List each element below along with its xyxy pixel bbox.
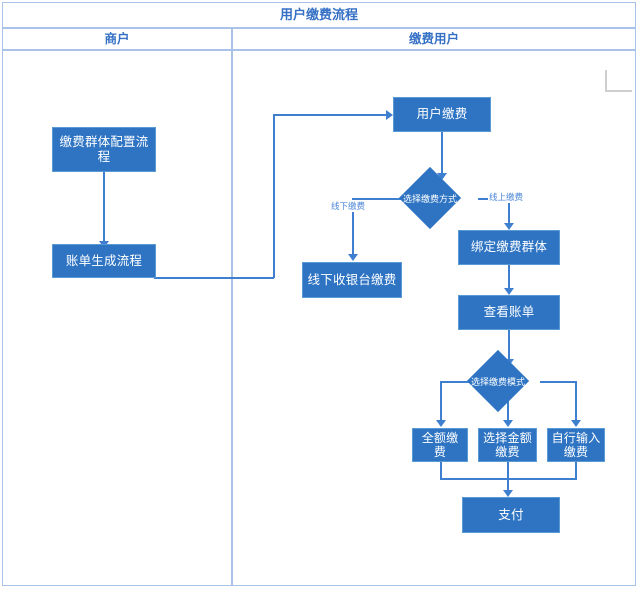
node-bill-generation[interactable]: 账单生成流程 xyxy=(52,244,156,278)
lane-header-user: 缴费用户 xyxy=(232,28,636,50)
node-offline-cashier-payment[interactable]: 线下收银台缴费 xyxy=(302,262,402,298)
node-manual-input-payment[interactable]: 自行输入缴费 xyxy=(547,428,605,462)
arrowhead-merge-to-pay xyxy=(503,490,513,497)
arrowhead-mode-to-full xyxy=(436,420,446,427)
diagram-title-bar: 用户缴费流程 xyxy=(2,2,636,28)
node-view-bill[interactable]: 查看账单 xyxy=(458,295,560,330)
node-select-payment-mode-decision[interactable]: 选择缴费模式 xyxy=(466,349,530,413)
node-full-amount-payment[interactable]: 全额缴费 xyxy=(412,428,468,462)
connector-way-to-offline-seg2 xyxy=(352,198,354,256)
lane-header-merchant: 商户 xyxy=(2,28,232,50)
connector-bill-to-paystart-seg1 xyxy=(154,277,274,279)
connector-bill-to-paystart-seg2 xyxy=(273,114,275,278)
connector-mode-to-full-seg1 xyxy=(440,381,476,383)
arrowhead-way-to-offline xyxy=(348,254,358,261)
connector-mode-to-full-seg2 xyxy=(440,381,442,422)
connector-paystart-to-way xyxy=(441,132,443,176)
lane-header-user-label: 缴费用户 xyxy=(408,32,459,46)
diagram-title: 用户缴费流程 xyxy=(279,7,358,22)
corner-mark-vertical xyxy=(605,70,607,92)
connector-merge-to-pay xyxy=(507,478,509,493)
edge-label-offline: 线下缴费 xyxy=(330,200,367,212)
connector-viewbill-to-mode xyxy=(508,330,510,362)
arrowhead-way-to-bind xyxy=(504,223,514,230)
arrowhead-mode-to-manual xyxy=(571,420,581,427)
node-bind-payment-group[interactable]: 绑定缴费群体 xyxy=(458,230,560,265)
connector-bill-to-paystart-seg3 xyxy=(273,114,387,116)
corner-mark-horizontal xyxy=(605,90,632,92)
connector-full-to-merge xyxy=(440,462,442,479)
node-choose-amount-payment[interactable]: 选择金额缴费 xyxy=(478,428,537,462)
node-select-payment-mode-label: 选择缴费模式 xyxy=(470,376,525,387)
node-select-payment-method-label: 选择缴费方式 xyxy=(402,193,457,204)
edge-label-online: 线上缴费 xyxy=(488,191,525,203)
arrowhead-bind-to-viewbill xyxy=(504,288,514,295)
connector-mode-to-manual-seg2 xyxy=(575,381,577,422)
connector-mode-to-choose xyxy=(507,400,509,422)
node-config-process[interactable]: 缴费群体配置流程 xyxy=(52,127,156,172)
connector-config-to-bill xyxy=(103,172,105,244)
arrowhead-paystart-to-way xyxy=(437,173,447,180)
connector-choose-to-merge xyxy=(507,462,509,479)
lane-body-user xyxy=(232,50,636,586)
lane-header-merchant-label: 商户 xyxy=(104,32,130,46)
arrowhead-mode-to-choose xyxy=(503,420,513,427)
connector-way-to-bind-seg2 xyxy=(508,198,510,224)
node-select-payment-method-decision[interactable]: 选择缴费方式 xyxy=(398,166,462,230)
connector-manual-to-merge xyxy=(575,462,577,479)
connector-bind-to-viewbill xyxy=(508,265,510,290)
connector-way-to-offline-seg1 xyxy=(352,198,404,200)
connector-mode-to-manual-seg1 xyxy=(540,381,576,383)
node-user-payment-start[interactable]: 用户缴费 xyxy=(393,97,491,132)
node-pay[interactable]: 支付 xyxy=(462,497,560,533)
arrowhead-bill-to-paystart xyxy=(386,110,393,120)
